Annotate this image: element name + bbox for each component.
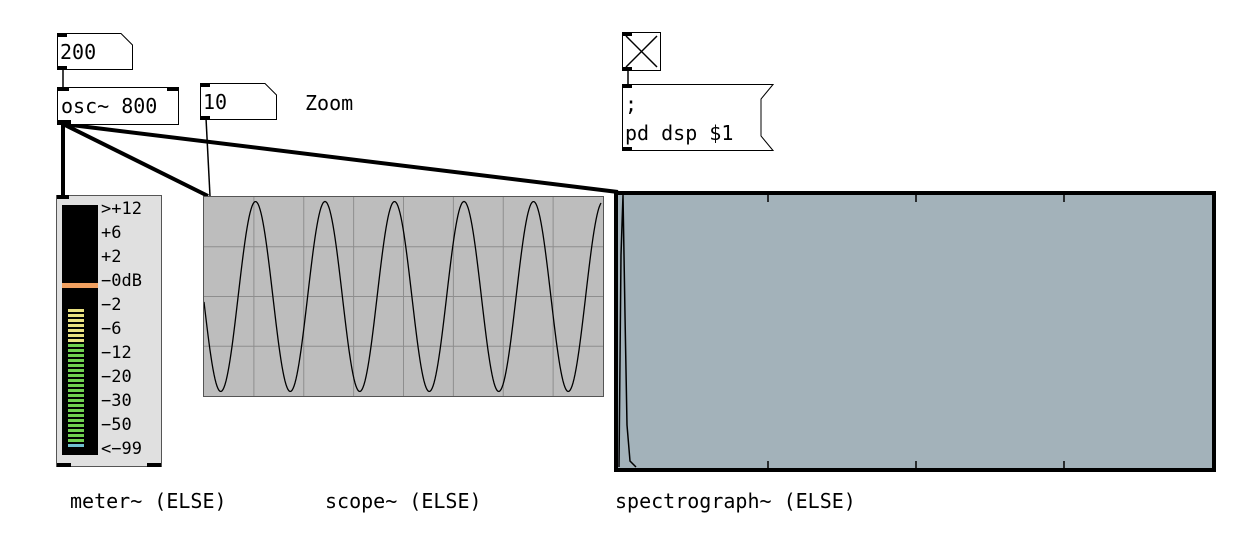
- spectrograph-display: [618, 195, 1065, 468]
- meter-led: [68, 424, 84, 427]
- meter-led: [68, 404, 84, 407]
- meter-outlet-left: [57, 463, 71, 467]
- meter-led: [68, 374, 84, 377]
- meter-led: [68, 429, 84, 432]
- meter-scale-label: −2: [101, 295, 122, 315]
- meter-led: [68, 334, 84, 337]
- meter-leds: [62, 205, 98, 455]
- meter-led: [68, 384, 84, 387]
- scope-label: scope~ (ELSE): [325, 489, 482, 513]
- toggle-inlet: [622, 32, 632, 36]
- meter-led: [68, 399, 84, 402]
- meter-scale-label: −50: [101, 415, 132, 435]
- spectrograph-object[interactable]: [614, 191, 1216, 472]
- number-outlet: [57, 66, 67, 70]
- spectrograph-label: spectrograph~ (ELSE): [615, 489, 856, 513]
- scope-object[interactable]: [203, 196, 604, 397]
- meter-scale-label: +2: [101, 247, 122, 267]
- meter-scale-label: >+12: [101, 199, 142, 219]
- meter-led: [68, 439, 84, 442]
- osc-object[interactable]: osc~ 800: [57, 87, 179, 125]
- meter-peak-indicator: [62, 283, 98, 288]
- meter-led: [68, 344, 84, 347]
- meter-led: [68, 324, 84, 327]
- number-inlet: [57, 33, 67, 37]
- zoom-comment: Zoom: [305, 91, 354, 115]
- osc-outlet: [57, 120, 71, 125]
- meter-led: [68, 354, 84, 357]
- meter-led: [68, 364, 84, 367]
- osc-inlet-left: [57, 87, 69, 91]
- scope-display: [204, 197, 603, 396]
- scope-waveform: [204, 200, 602, 393]
- meter-scale-label: <−99: [101, 439, 142, 459]
- osc-text: osc~ 800: [61, 94, 158, 118]
- meter-led: [68, 359, 84, 362]
- meter-led: [68, 329, 84, 332]
- meter-led: [68, 394, 84, 397]
- spectrum-peak-line: [618, 195, 637, 468]
- meter-led: [68, 349, 84, 352]
- meter-scale-label: −12: [101, 343, 132, 363]
- meter-led: [68, 369, 84, 372]
- meter-led: [68, 309, 84, 312]
- meter-label: meter~ (ELSE): [70, 489, 227, 513]
- meter-led: [68, 319, 84, 322]
- zoom-inlet: [200, 83, 210, 87]
- zoom-value: 10: [203, 90, 228, 114]
- meter-led: [68, 389, 84, 392]
- meter-scale-label: −30: [101, 391, 132, 411]
- meter-led: [68, 444, 84, 447]
- cord-osc-to-scope: [62, 122, 209, 198]
- meter-outlet-right: [147, 463, 161, 467]
- meter-object[interactable]: >+12 +6 +2 −0dB −2 −6 −12 −20 −30 −50 <−99: [56, 195, 162, 467]
- meter-scale-label: −6: [101, 319, 122, 339]
- msg-outlet: [622, 147, 632, 151]
- meter-scale-label: −0dB: [101, 271, 142, 291]
- meter-scale-label: +6: [101, 223, 122, 243]
- number-value: 200: [60, 40, 97, 64]
- meter-led: [68, 409, 84, 412]
- msg-line-2: pd dsp $1: [625, 121, 734, 145]
- cord-zoom-to-scope: [205, 117, 211, 197]
- toggle-outlet: [622, 67, 632, 71]
- dsp-toggle[interactable]: [622, 32, 661, 71]
- meter-led: [68, 434, 84, 437]
- osc-inlet-right: [167, 87, 179, 91]
- cord-osc-to-spectrograph: [62, 122, 619, 194]
- meter-led: [68, 419, 84, 422]
- meter-led: [68, 379, 84, 382]
- meter-led: [68, 414, 84, 417]
- meter-led: [68, 339, 84, 342]
- msg-inlet: [622, 84, 632, 88]
- meter-led: [68, 314, 84, 317]
- number-box-200[interactable]: 200: [57, 33, 133, 70]
- meter-scale-label: −20: [101, 367, 132, 387]
- number-box-zoom[interactable]: 10: [200, 83, 277, 120]
- zoom-outlet: [200, 116, 210, 120]
- meter-inlet: [57, 195, 69, 199]
- msg-line-1: ;: [625, 92, 638, 116]
- dsp-message-box[interactable]: ; pd dsp $1: [622, 84, 774, 151]
